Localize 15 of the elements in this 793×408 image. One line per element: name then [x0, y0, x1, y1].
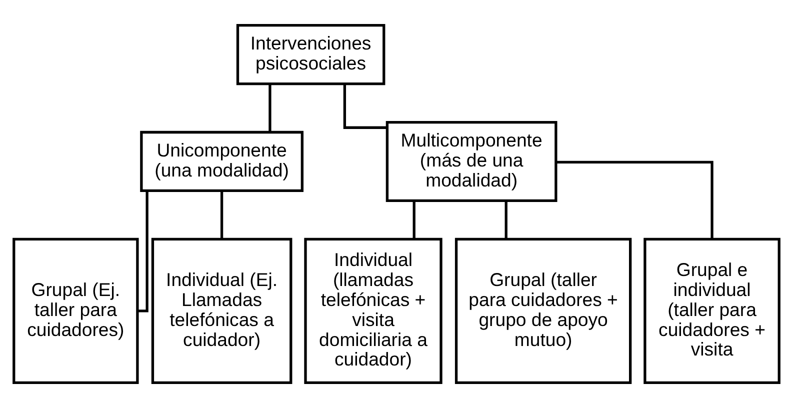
connector — [556, 160, 714, 240]
connector — [412, 200, 416, 239]
node-box: Unicomponente (una modalidad) — [140, 130, 304, 192]
connector — [268, 84, 272, 132]
node-box: Grupal e individual (taller para cuidadores + visita — [644, 238, 780, 384]
connector — [138, 191, 148, 312]
node-box: Multicomponente (más de una modalidad) — [386, 120, 558, 202]
connector — [343, 84, 387, 129]
connector — [220, 191, 224, 239]
node-box: Individual (Ej. Llamadas telefónicas a cuidador) — [151, 238, 292, 384]
node-box: Grupal (taller para cuidadores + grupo de apoyo mutuo) — [454, 238, 632, 384]
node-box: Grupal (Ej. taller para cuidadores) — [12, 238, 139, 384]
connector — [504, 200, 508, 239]
node-box: Individual (llamadas telefónicas + visita domiciliaria a cuidador) — [304, 238, 442, 384]
node-box: Intervenciones psicosociales — [236, 24, 386, 86]
